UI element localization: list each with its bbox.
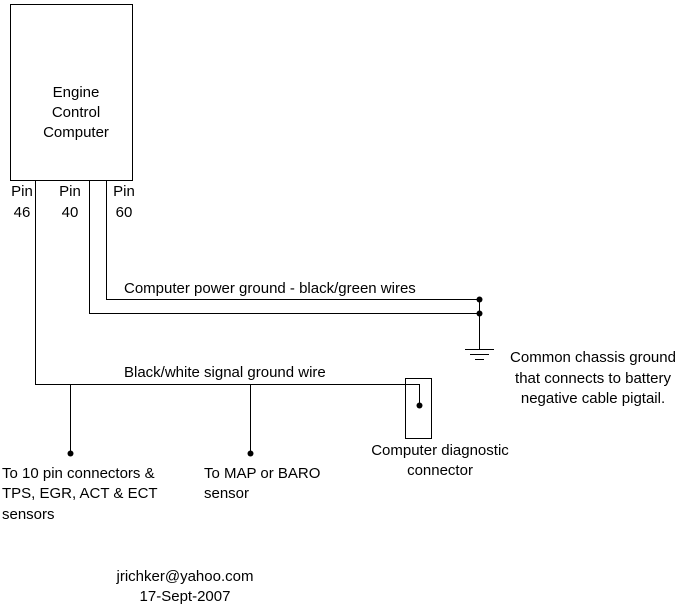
author-email: jrichker@yahoo.com (116, 568, 254, 585)
sensors-left-line2: TPS, EGR, ACT & ECT (2, 485, 158, 502)
diagnostic-connector-pin-dot (416, 402, 423, 409)
sensors-left-line3: sensors (2, 506, 55, 523)
pin-40-label: Pin (59, 183, 81, 200)
ecu-label-line2: Control (52, 104, 100, 121)
pin-46-number: 46 (14, 204, 31, 221)
pin-40-power-ground-wire (89, 180, 480, 314)
map-baro-line1: To MAP or BARO (204, 465, 320, 482)
diagnostic-connector-line2: connector (407, 462, 473, 479)
ecu-label-line1: Engine (53, 84, 100, 101)
map-baro-line2: sensor (204, 485, 249, 502)
sensors-left-line1: To 10 pin connectors & (2, 465, 155, 482)
pin-40-number: 40 (62, 204, 79, 221)
pin-60-power-ground-wire (106, 180, 480, 300)
engine-control-computer-box (10, 4, 133, 181)
map-baro-branch-end-dot (247, 450, 254, 457)
sensor-branch-end-dot (67, 450, 74, 457)
pin-60-label: Pin (113, 183, 135, 200)
signal-ground-wire-label: Black/white signal ground wire (124, 364, 326, 381)
power-ground-junction-dot-lower (476, 310, 483, 317)
ecu-label-line3: Computer (43, 124, 109, 141)
chassis-ground-line3: negative cable pigtail. (521, 390, 665, 407)
power-ground-junction-dot (476, 296, 483, 303)
pin-46-label: Pin (11, 183, 33, 200)
pin-60-number: 60 (116, 204, 133, 221)
power-ground-wire-label: Computer power ground - black/green wire… (124, 280, 416, 297)
diagnostic-connector-line1: Computer diagnostic (371, 442, 509, 459)
diagram-date: 17-Sept-2007 (140, 588, 231, 605)
pin-46-signal-ground-wire (35, 180, 420, 405)
chassis-ground-line2: that connects to battery (515, 370, 671, 387)
chassis-ground-icon (465, 349, 494, 360)
chassis-ground-line1: Common chassis ground (510, 349, 676, 366)
diagnostic-connector-box (405, 378, 432, 439)
